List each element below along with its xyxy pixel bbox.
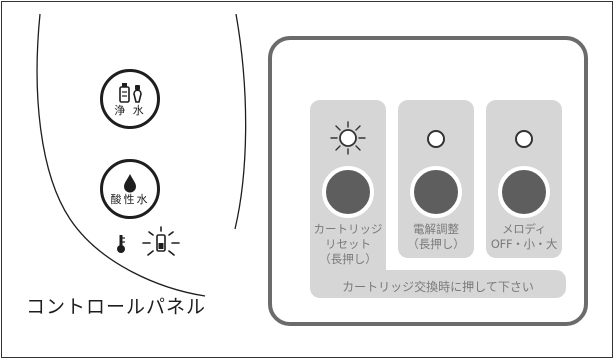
cartridge-replace-note: カートリッジ交換時に押して下さい <box>342 280 534 294</box>
thermometer-icon <box>117 235 125 253</box>
cartridge-reset-label-line3: （長押し） <box>319 252 377 266</box>
handset-outline <box>36 14 247 297</box>
cartridge-reset-lit-led-icon <box>330 121 366 155</box>
cartridge-reset-label-line1: カートリッジ <box>313 222 383 236</box>
melody-button[interactable] <box>498 166 550 218</box>
note-slab <box>310 270 566 298</box>
electrolysis-adjust-label-line1: 電解調整 <box>413 222 459 236</box>
melody-label-line2: OFF・小・大 <box>490 237 558 251</box>
cartridge-reset-label: カートリッジ リセット （長押し） <box>310 222 386 267</box>
cartridge-reset-label-line2: リセット <box>325 237 371 251</box>
bottle-icon <box>119 82 142 103</box>
melody-label-line1: メロディ <box>502 222 546 236</box>
melody-label: メロディ OFF・小・大 <box>486 222 562 252</box>
electrolysis-adjust-label-line2: （長押し） <box>407 237 465 251</box>
water-drop-icon <box>124 173 136 192</box>
purified-water-label: 浄 水 <box>114 103 146 117</box>
electrolysis-led-icon <box>427 130 445 148</box>
control-panel-title: コントロールパネル <box>26 296 207 318</box>
electrolysis-adjust-label: 電解調整 （長押し） <box>398 222 474 252</box>
cartridge-reset-button[interactable] <box>322 166 374 218</box>
electrolysis-adjust-button[interactable] <box>410 166 462 218</box>
cartridge-lamp-icon <box>142 226 180 256</box>
acidic-water-button[interactable]: 酸性水 <box>100 159 160 219</box>
acidic-water-label: 酸性水 <box>110 192 150 206</box>
melody-led-icon <box>515 130 533 148</box>
purified-water-button[interactable]: 浄 水 <box>100 69 160 129</box>
